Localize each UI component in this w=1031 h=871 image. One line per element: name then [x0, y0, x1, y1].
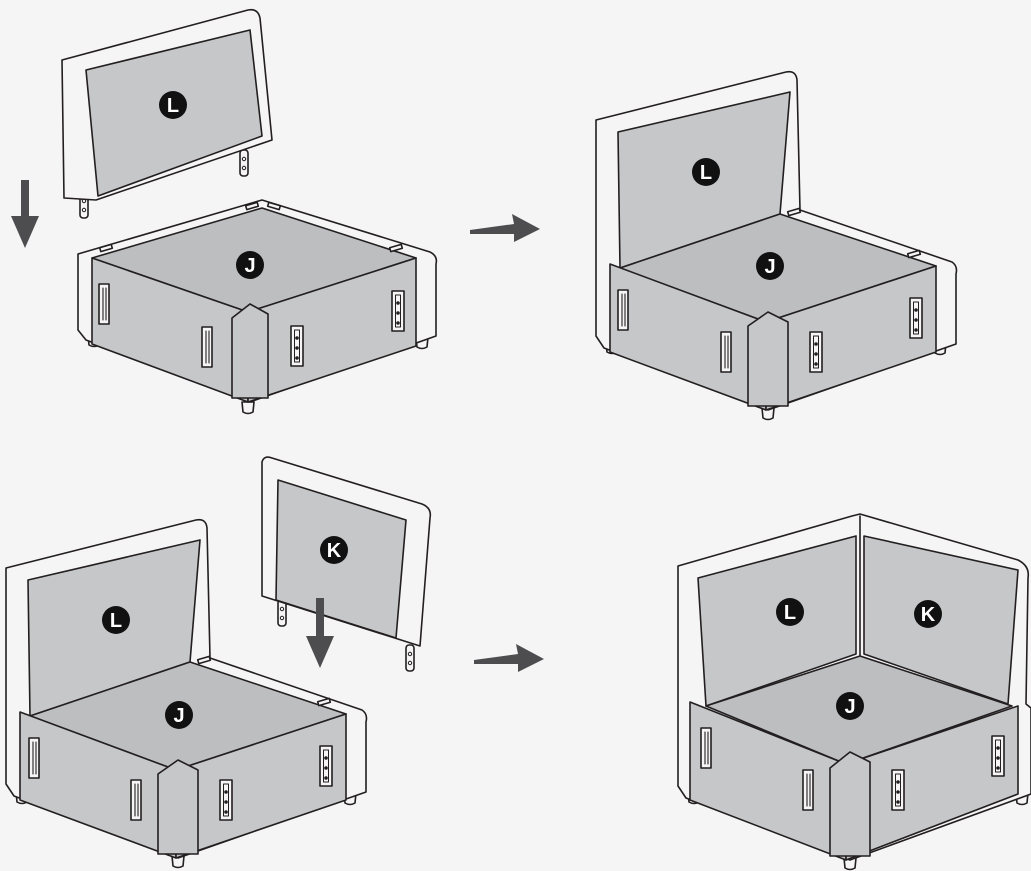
step1-result-chair: L J — [596, 72, 957, 420]
back-cushion-l: L — [62, 10, 272, 218]
label-badge-j: J — [236, 251, 264, 279]
label-badge-l: L — [159, 91, 187, 119]
svg-text:L: L — [167, 95, 179, 117]
label-badge-j: J — [756, 252, 784, 280]
down-arrow-icon — [11, 180, 39, 248]
svg-text:J: J — [173, 705, 184, 727]
label-badge-k: K — [914, 600, 942, 628]
label-badge-l: L — [692, 158, 720, 186]
svg-text:J: J — [244, 255, 255, 277]
svg-text:K: K — [921, 604, 936, 626]
label-badge-l: L — [102, 606, 130, 634]
label-badge-j: J — [165, 701, 193, 729]
label-badge-l: L — [776, 598, 804, 626]
svg-text:L: L — [110, 610, 122, 632]
right-arrow-icon — [474, 644, 544, 672]
svg-text:J: J — [764, 256, 775, 278]
step1-exploded-view: L J — [11, 10, 436, 414]
back-cushion-k: K — [262, 457, 430, 671]
svg-text:J: J — [844, 696, 855, 718]
svg-text:L: L — [784, 602, 796, 624]
svg-text:L: L — [700, 162, 712, 184]
right-arrow-icon — [470, 214, 540, 242]
step2-exploded-view: L J K — [6, 457, 430, 867]
label-badge-j: J — [836, 692, 864, 720]
label-badge-k: K — [320, 536, 348, 564]
step2-result-corner-chair: L K J — [678, 514, 1031, 870]
svg-text:K: K — [327, 540, 342, 562]
seat-cushion-j: J — [78, 200, 436, 414]
